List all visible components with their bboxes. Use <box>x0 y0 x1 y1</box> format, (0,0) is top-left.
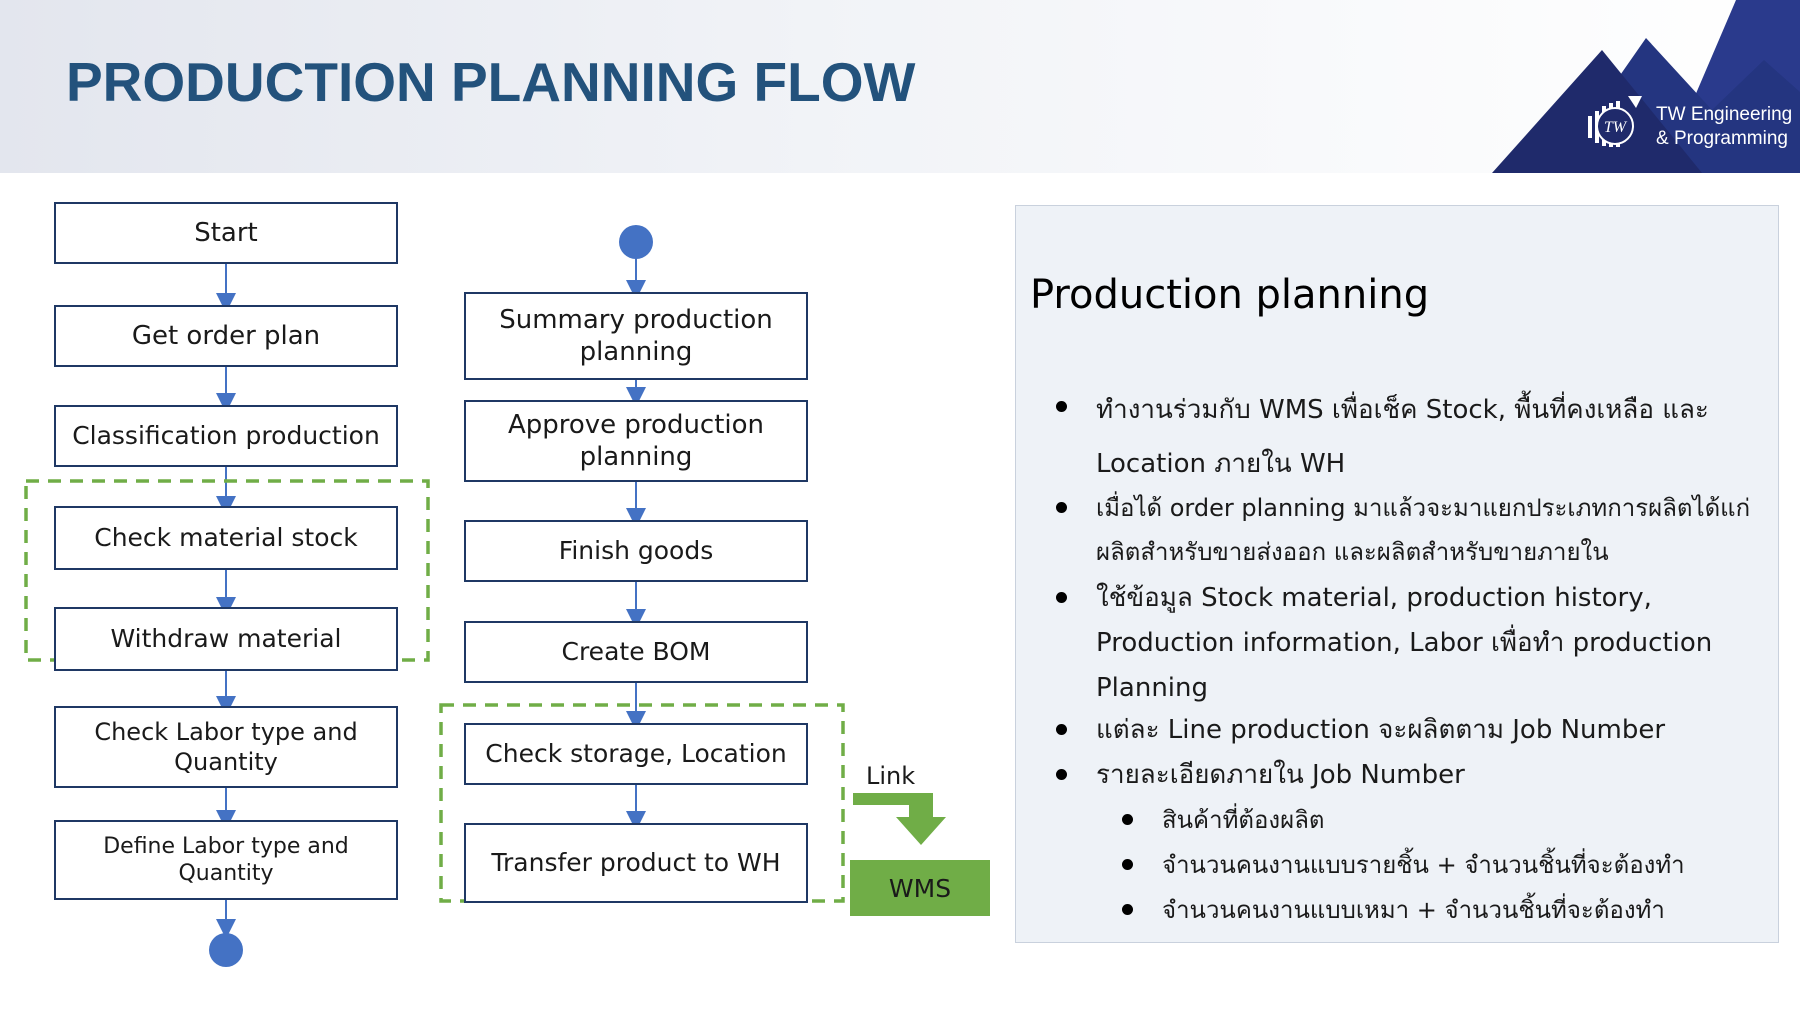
step-check-material-stock: Check material stock <box>54 506 398 570</box>
bullet-dot-icon <box>1056 401 1067 412</box>
step-check-storage: Check storage, Location <box>464 723 808 785</box>
bullet-item: ใช้ข้อมูล Stock material, production his… <box>1056 576 1766 711</box>
step-transfer-product: Transfer product to WH <box>464 823 808 903</box>
bullet-dot-icon <box>1056 724 1067 735</box>
header-banner: PRODUCTION PLANNING FLOW TW TW Engineeri… <box>0 0 1800 173</box>
bullet-text: ทำงานร่วมกับ WMS เพื่อเช็ค Stock, พื้นที… <box>1096 395 1709 479</box>
logo-mark-icon: TW <box>1588 96 1642 147</box>
sub-bullet-text: จำนวนคนงานแบบเหมา + จำนวนชิ้นที่จะต้องทำ <box>1162 896 1665 924</box>
bullet-dot-icon <box>1056 769 1067 780</box>
bullet-text: เมื่อได้ order planning มาแล้วจะมาแยกประ… <box>1096 494 1751 566</box>
bullet-dot-icon <box>1122 814 1133 825</box>
step-define-labor: Define Labor type and Quantity <box>54 820 398 900</box>
logo-line-2: & Programming <box>1656 128 1788 149</box>
sub-bullet-item: สินค้าที่ต้องผลิต <box>1122 798 1762 842</box>
bullet-item: แต่ละ Line production จะผลิตตาม Job Numb… <box>1056 708 1766 752</box>
bullet-dot-icon <box>1122 859 1133 870</box>
step-classification-production: Classification production <box>54 405 398 467</box>
step-create-bom: Create BOM <box>464 621 808 683</box>
bullet-text: ใช้ข้อมูล Stock material, production his… <box>1096 583 1713 703</box>
link-arrow-icon <box>853 793 946 845</box>
logo-line-1: TW Engineering <box>1656 104 1793 125</box>
step-get-order-plan: Get order plan <box>54 305 398 367</box>
logo: TW <box>1492 0 1800 173</box>
sub-bullet-item: จำนวนคนงานแบบรายชิ้น + จำนวนชิ้นที่จะต้อ… <box>1122 843 1762 887</box>
page-title: PRODUCTION PLANNING FLOW <box>66 51 916 113</box>
sub-bullet-text: จำนวนคนงานแบบรายชิ้น + จำนวนชิ้นที่จะต้อ… <box>1162 851 1685 879</box>
wms-box: WMS <box>850 860 990 916</box>
step-check-labor: Check Labor type and Quantity <box>54 706 398 788</box>
sub-bullet-item: จำนวนคนงานแบบเหมา + จำนวนชิ้นที่จะต้องทำ <box>1122 888 1762 932</box>
bullet-item: เมื่อได้ order planning มาแล้วจะมาแยกประ… <box>1056 486 1776 574</box>
link-label: Link <box>866 762 916 790</box>
step-withdraw-material: Withdraw material <box>54 607 398 671</box>
logo-mark-text: TW <box>1604 119 1628 136</box>
bullet-item: ทำงานร่วมกับ WMS เพื่อเช็ค Stock, พื้นที… <box>1056 383 1766 491</box>
sub-bullet-text: สินค้าที่ต้องผลิต <box>1162 806 1325 834</box>
step-approve-planning: Approve production planning <box>464 400 808 482</box>
flow-end-connector <box>209 933 243 967</box>
bullet-item: รายละเอียดภายใน Job Number <box>1056 753 1766 797</box>
bullet-text: รายละเอียดภายใน Job Number <box>1096 760 1465 790</box>
bullet-dot-icon <box>1056 592 1067 603</box>
flow-start-connector <box>619 225 653 259</box>
step-start: Start <box>54 202 398 264</box>
panel-title: Production planning <box>1030 272 1430 318</box>
step-finish-goods: Finish goods <box>464 520 808 582</box>
bullet-dot-icon <box>1122 904 1133 915</box>
step-summary-planning: Summary production planning <box>464 292 808 380</box>
info-panel: Production planning ทำงานร่วมกับ WMS เพื… <box>1015 205 1779 943</box>
bullet-text: แต่ละ Line production จะผลิตตาม Job Numb… <box>1096 715 1666 745</box>
bullet-dot-icon <box>1056 502 1067 513</box>
